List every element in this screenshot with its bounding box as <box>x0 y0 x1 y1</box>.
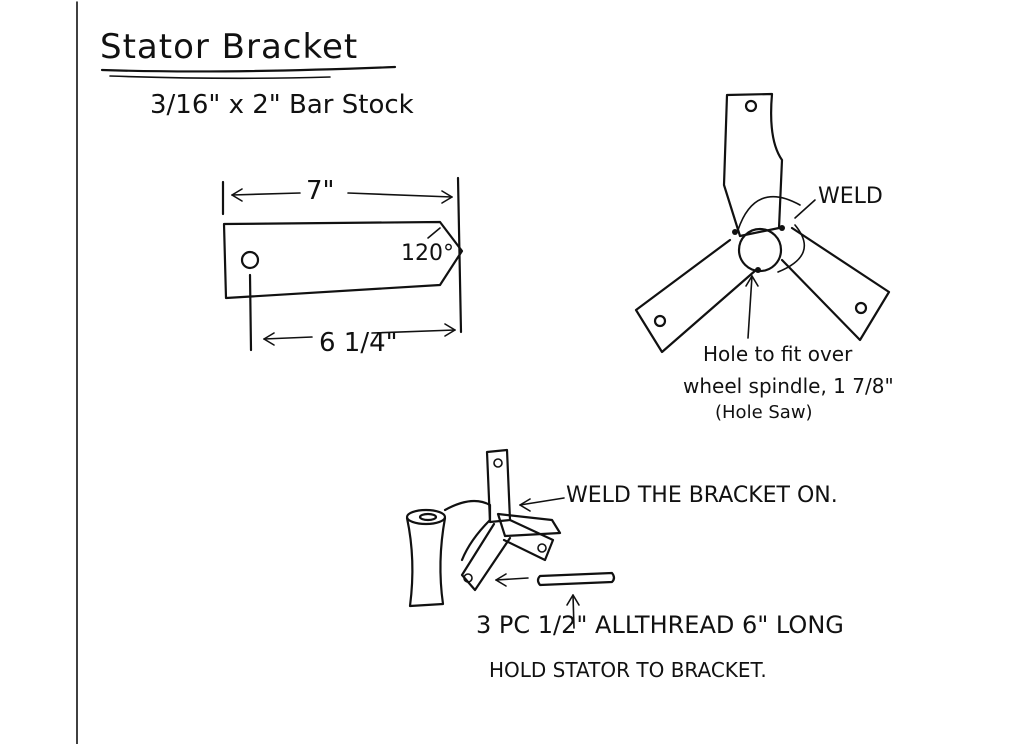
assembly-sketch <box>405 448 616 629</box>
length-dimension-label: 7" <box>306 176 335 206</box>
weld-bracket-label: WELD THE BRACKET ON. <box>566 483 838 508</box>
bracket-top-view <box>634 92 891 354</box>
weld-label: WELD <box>818 184 883 209</box>
hold-stator-label: HOLD STATOR TO BRACKET. <box>489 658 767 682</box>
page-title: Stator Bracket <box>100 27 359 67</box>
subtitle-bar-stock: 3/16" x 2" Bar Stock <box>150 90 414 120</box>
hole-label-line-1: Hole to fit over <box>703 342 853 366</box>
title-underline <box>100 65 397 73</box>
bar-stock-drawing <box>221 176 464 352</box>
angle-label: 120° <box>401 241 454 266</box>
hole-label-line-3: (Hole Saw) <box>715 402 813 423</box>
allthread-label: 3 PC 1/2" ALLTHREAD 6" LONG <box>476 611 844 639</box>
title-underline-2 <box>109 75 331 80</box>
hole-label-line-2: wheel spindle, 1 7/8" <box>683 374 894 398</box>
hole-distance-label: 6 1/4" <box>319 328 398 358</box>
